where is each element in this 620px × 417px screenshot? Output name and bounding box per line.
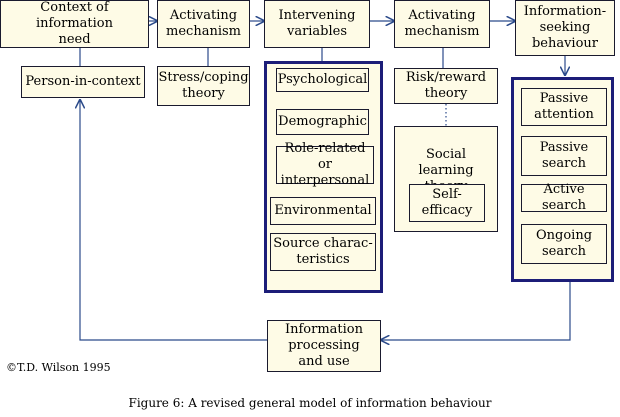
stress-coping-box: Stress/coping theory bbox=[157, 66, 250, 106]
variable-role-related: Role-related or interpersonal bbox=[276, 141, 374, 188]
activating-mechanism-box-1: Activating mechanism bbox=[157, 0, 250, 48]
activating-mechanism-box-2: Activating mechanism bbox=[394, 0, 490, 48]
variable-environmental: Environmental bbox=[270, 197, 376, 225]
context-of-need-box: Context of information need bbox=[0, 0, 149, 48]
information-processing-box: Information processing and use bbox=[267, 320, 381, 372]
behaviour-passive-attention: Passive attention bbox=[521, 88, 607, 126]
person-in-context-box: Person-in-context bbox=[21, 66, 145, 98]
copyright-text: ©T.D. Wilson 1995 bbox=[6, 361, 111, 374]
variable-demographic: Demographic bbox=[276, 109, 369, 135]
behaviour-active-search: Active search bbox=[521, 182, 607, 213]
line-behaviours-to-processing bbox=[381, 282, 571, 340]
variable-source-characteristics: Source charac- teristics bbox=[270, 233, 376, 271]
arrow-processing-to-person bbox=[80, 100, 267, 341]
intervening-variables-box: Intervening variables bbox=[264, 0, 370, 48]
information-seeking-box: Information- seeking behaviour bbox=[515, 0, 615, 56]
risk-reward-box: Risk/reward theory bbox=[394, 68, 498, 104]
behaviour-passive-search: Passive search bbox=[521, 136, 607, 176]
behaviour-ongoing-search: Ongoing search bbox=[521, 224, 607, 264]
figure-caption: Figure 6: A revised general model of inf… bbox=[128, 396, 492, 410]
variable-psychological: Psychological bbox=[276, 68, 369, 92]
self-efficacy-box: Self- efficacy bbox=[409, 184, 485, 222]
